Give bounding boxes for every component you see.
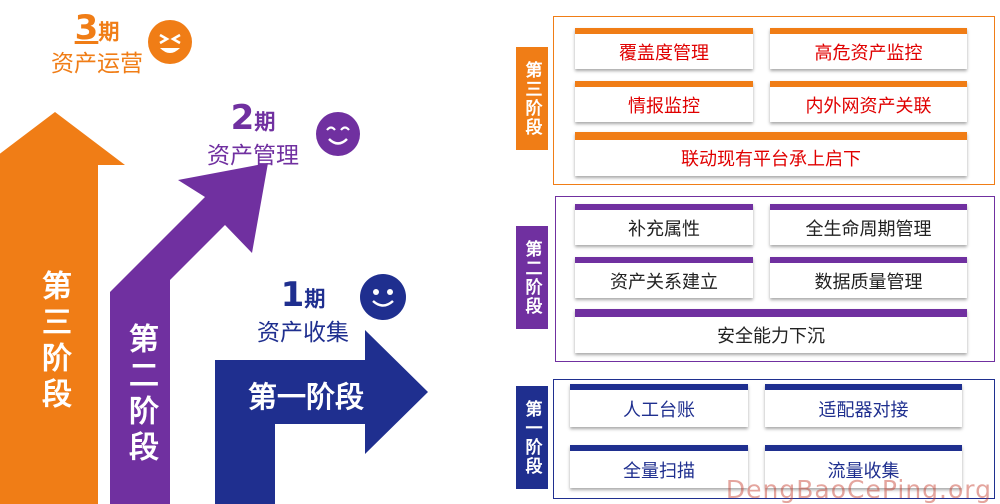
- phase1-label: 1期 资产收集: [248, 275, 358, 347]
- phase2-name: 资产管理: [207, 143, 299, 169]
- stage3-item-network: 内外网资产关联: [770, 81, 967, 122]
- phase1-number: 1: [280, 275, 305, 315]
- stage3-item-coverage: 覆盖度管理: [575, 28, 753, 69]
- stage1-tab: 第一阶段: [516, 386, 548, 489]
- stage2-item-relations: 资产关系建立: [575, 257, 753, 298]
- stage1-arrow-label: 第一阶段: [247, 380, 364, 414]
- phase1-name: 资产收集: [257, 320, 349, 346]
- phase1-unit: 期: [304, 287, 326, 311]
- phase3-unit: 期: [98, 20, 120, 44]
- stage3-item-intel: 情报监控: [575, 81, 753, 122]
- stage1-item-traffic: 流量收集: [765, 445, 962, 488]
- phase3-number: 3: [74, 8, 99, 48]
- stage3-arrow: [0, 112, 125, 504]
- stage2-tab: 第二阶段: [516, 226, 548, 329]
- stage2-item-attributes: 补充属性: [575, 204, 753, 245]
- stage1-item-scan: 全量扫描: [570, 445, 748, 488]
- phase3-label: 3期 资产运营: [42, 8, 152, 78]
- stage2-item-capability: 安全能力下沉: [575, 309, 967, 353]
- phase2-unit: 期: [254, 110, 276, 134]
- stage2-item-lifecycle: 全生命周期管理: [770, 204, 967, 245]
- stage1-arrow: [215, 330, 428, 504]
- phase3-name: 资产运营: [51, 51, 143, 77]
- stage-arrows: [0, 112, 428, 504]
- stage2-arrow: [110, 163, 268, 504]
- smiling-face-icon: [316, 112, 360, 156]
- stage2-arrow-label: 第二阶段: [123, 323, 158, 467]
- phase2-label: 2期 资产管理: [198, 98, 308, 170]
- watermark: DengBaoCePing.org: [725, 475, 992, 504]
- phase2-number: 2: [230, 98, 255, 138]
- stage1-item-ledger: 人工台账: [570, 384, 748, 427]
- stage3-arrow-label: 第三阶段: [36, 270, 71, 414]
- stage3-item-linkage: 联动现有平台承上启下: [575, 132, 967, 176]
- stage2-item-quality: 数据质量管理: [770, 257, 967, 298]
- smiley-face-icon: [360, 274, 406, 320]
- stage1-item-adapter: 适配器对接: [765, 384, 962, 427]
- stage3-item-high-risk: 高危资产监控: [770, 28, 967, 69]
- stage3-tab: 第三阶段: [516, 47, 548, 150]
- laughing-face-icon: [148, 20, 192, 64]
